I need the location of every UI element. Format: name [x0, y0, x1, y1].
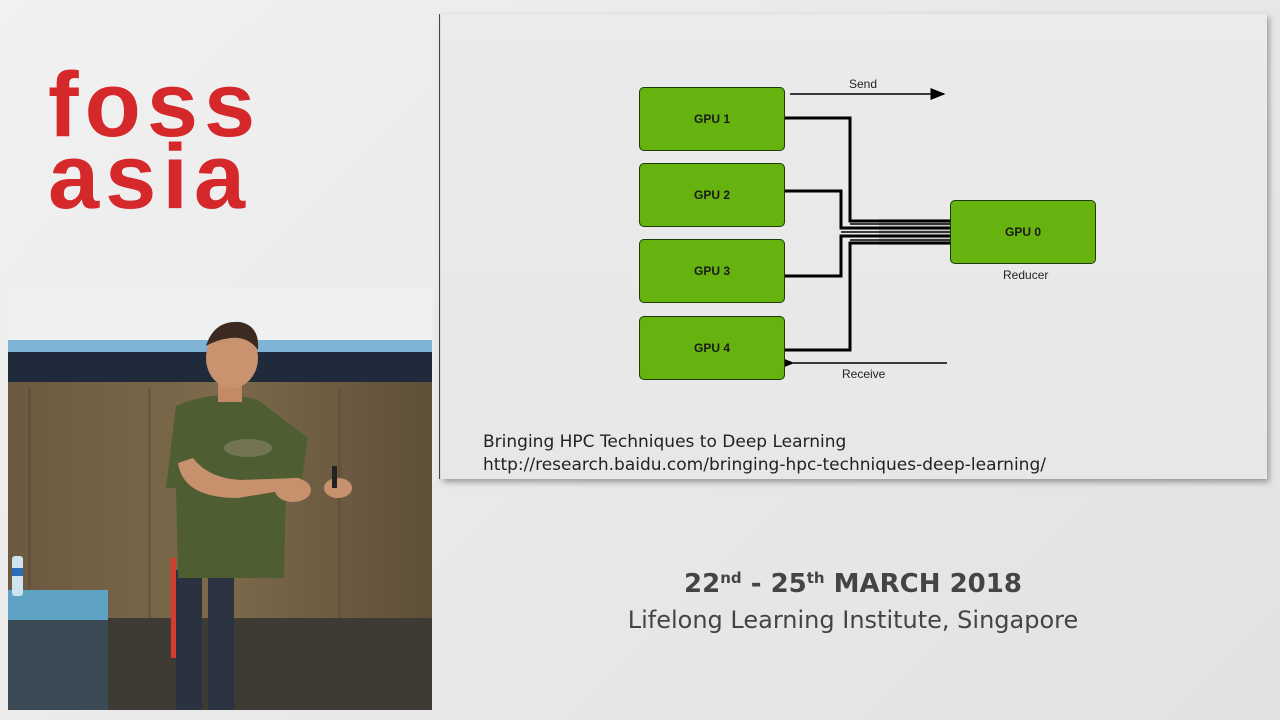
- date-separator: -: [741, 569, 771, 599]
- date-rest: MARCH 2018: [824, 569, 1022, 599]
- logo-line-foss: foss: [48, 54, 262, 156]
- presentation-slide: GPU 1 GPU 2 GPU 3 GPU 4 GPU 0 Send Recei…: [441, 14, 1267, 479]
- gpu-label: GPU 0: [1004, 225, 1041, 239]
- date-end-suffix: th: [806, 569, 825, 587]
- caption-url: http://research.baidu.com/bringing-hpc-t…: [483, 455, 1046, 475]
- reducer-label: Reducer: [1003, 268, 1049, 282]
- send-label: Send: [849, 77, 878, 91]
- gpu-box-4: GPU 4: [639, 316, 785, 380]
- caption-title: Bringing HPC Techniques to Deep Learning: [483, 432, 847, 452]
- gpu-box-3: GPU 3: [639, 239, 785, 303]
- receive-label: Receive: [842, 367, 886, 381]
- date-start-day: 22: [684, 569, 721, 599]
- diagram-connections: [779, 88, 951, 369]
- fossasia-logo: foss asia: [48, 54, 393, 228]
- gpu-label: GPU 1: [693, 112, 730, 126]
- speaker-video[interactable]: [8, 288, 432, 710]
- gpu-box-reducer: GPU 0: [950, 200, 1096, 264]
- event-date: 22nd - 25th MARCH 2018: [440, 569, 1266, 599]
- date-start-suffix: nd: [720, 569, 742, 587]
- gpu-label: GPU 3: [693, 264, 730, 278]
- link-gpu3: [785, 234, 951, 278]
- link-gpu1: [785, 116, 951, 223]
- logo-line-asia: asia: [48, 125, 252, 228]
- link-gpu2: [785, 189, 951, 230]
- link-gpu4: [785, 241, 951, 352]
- date-end-day: 25: [770, 569, 807, 599]
- gpu-box-1: GPU 1: [639, 87, 785, 151]
- event-venue: Lifelong Learning Institute, Singapore: [627, 606, 1079, 634]
- gpu-label: GPU 4: [693, 341, 730, 355]
- speaker-video-frame: [8, 288, 432, 710]
- gpu-box-2: GPU 2: [639, 163, 785, 227]
- vertical-divider: [439, 14, 440, 479]
- slide-caption: Bringing HPC Techniques to Deep Learning…: [483, 431, 1046, 477]
- gpu-label: GPU 2: [693, 188, 730, 202]
